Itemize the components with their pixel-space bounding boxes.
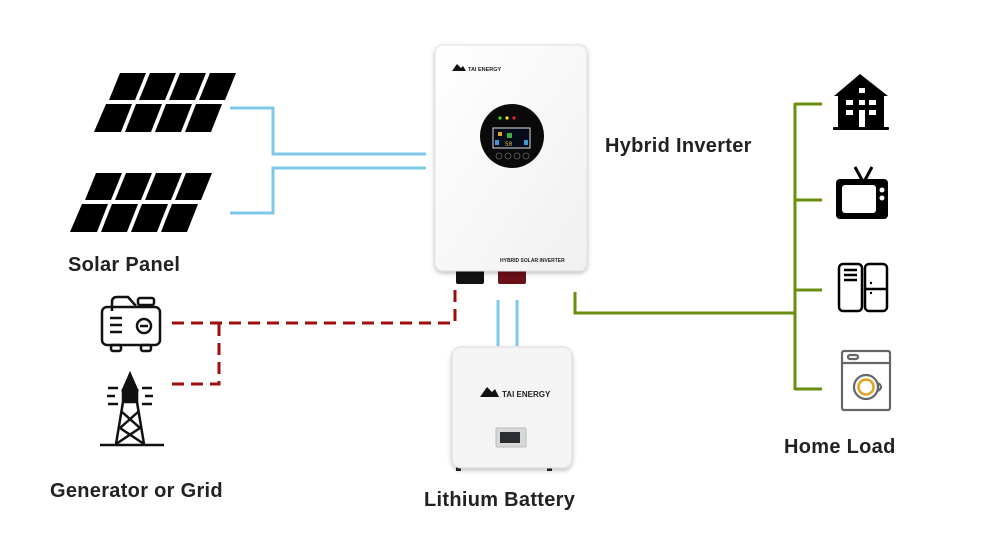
lithium-battery: TAI ENERGY [451, 346, 573, 471]
tv-icon [836, 166, 888, 219]
house-icon [833, 74, 889, 130]
generator-icon [100, 295, 162, 353]
tai-energy-logo-icon: TAI ENERGY [480, 387, 551, 399]
solar-panel-icon [94, 73, 236, 132]
tai-energy-logo-icon: TAI ENERGY [452, 64, 502, 73]
battery-brand-text: TAI ENERGY [502, 390, 551, 399]
inverter-brand-text: TAI ENERGY [468, 67, 502, 73]
hybrid-inverter: TAI ENERGY 50 HYBRID SOLAR INVERTER [434, 44, 588, 284]
grid-line [172, 323, 221, 386]
generator-grid-lines [172, 290, 457, 386]
inverter-load-line [573, 292, 795, 315]
lithium-battery-label: Lithium Battery [424, 489, 576, 511]
solar-line-2 [230, 166, 426, 215]
inverter-display-panel: 50 [480, 104, 544, 168]
inverter-button[interactable] [504, 152, 512, 160]
generator-line [172, 290, 457, 325]
battery-body [451, 346, 573, 469]
home-load-label: Home Load [784, 436, 896, 458]
inverter-display-value: 50 [505, 141, 513, 148]
refrigerator-icon [837, 262, 889, 313]
power-tower-icon [100, 370, 164, 447]
inverter-button[interactable] [522, 152, 530, 160]
inverter-model-text: HYBRID SOLAR INVERTER [500, 258, 565, 264]
load-lines [573, 102, 822, 391]
hybrid-inverter-label: Hybrid Inverter [605, 135, 752, 157]
solar-to-inverter-lines [230, 106, 426, 215]
solar-panel-icon [70, 173, 212, 232]
generator-or-grid-label: Generator or Grid [50, 480, 223, 502]
washing-machine-icon [840, 349, 892, 412]
inverter-to-battery-lines [496, 300, 519, 346]
inverter-button[interactable] [513, 152, 521, 160]
solar-line-1 [230, 106, 426, 156]
inverter-button[interactable] [495, 152, 503, 160]
solar-panel-label: Solar Panel [68, 254, 181, 276]
